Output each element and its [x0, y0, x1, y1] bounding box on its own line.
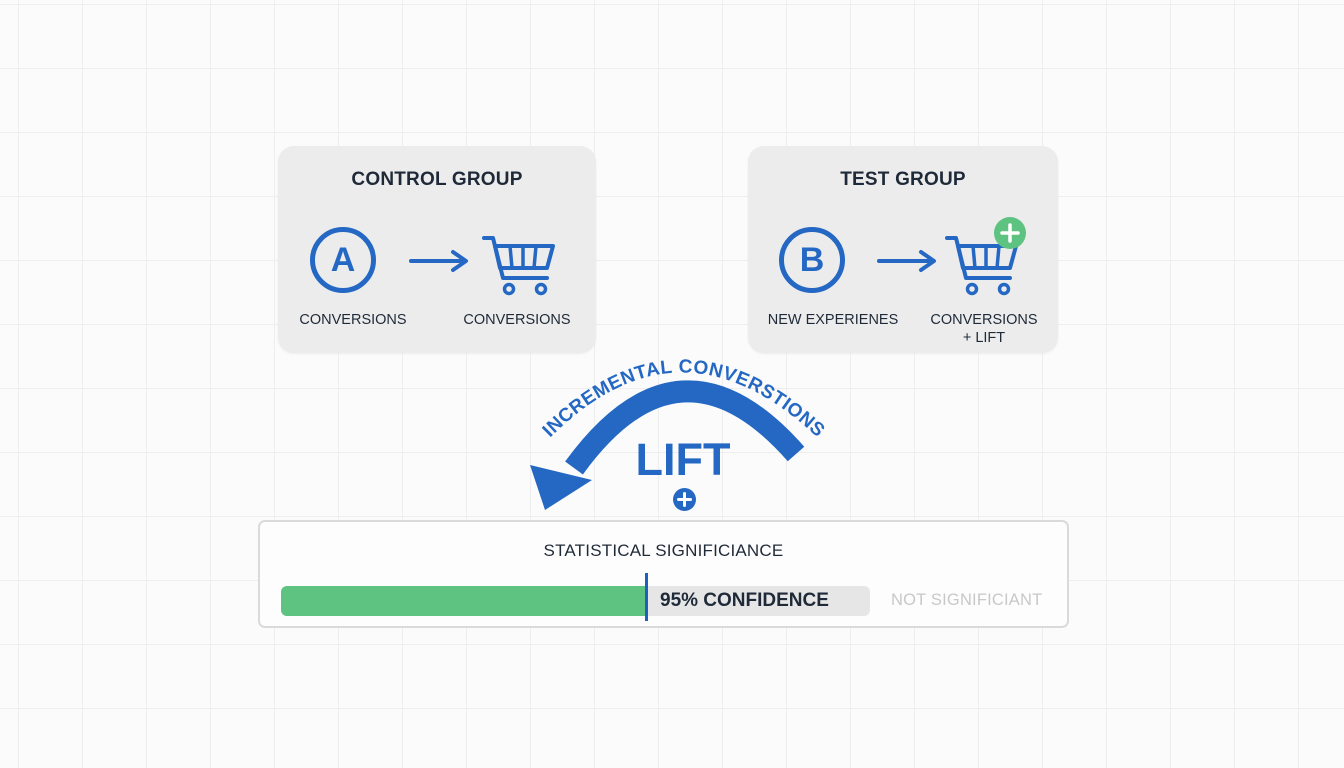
incremental-arc: INCREMENTAL CONVERSTIONS [530, 356, 828, 510]
plus-badge-icon [994, 217, 1026, 249]
significance-panel: STATISTICAL SIGNIFICIANCE 95% CONFIDENCE… [258, 520, 1069, 628]
control-group-card: CONTROL GROUP A CONVERSIONS CONVERSIONS [278, 146, 596, 353]
confidence-bar [281, 586, 870, 616]
test-group-title: TEST GROUP [840, 169, 966, 190]
confidence-label: 95% CONFIDENCE [660, 590, 829, 611]
shopping-cart-icon [945, 236, 1018, 296]
test-left-caption: NEW EXPERIENES [767, 312, 899, 328]
control-group-title: CONTROL GROUP [351, 169, 523, 190]
not-significant-label: NOT SIGNIFICIANT [891, 591, 1043, 609]
control-right-caption: CONVERSIONS [463, 312, 571, 328]
control-left-caption: CONVERSIONS [299, 312, 407, 328]
test-right-caption-line1: CONVERSIONS [930, 312, 1038, 328]
lift-label: LIFT [635, 434, 731, 485]
arrow-right-icon [877, 250, 936, 272]
variant-b-badge: B [779, 227, 845, 293]
test-right-caption-line2: + LIFT [962, 330, 1006, 346]
variant-a-badge: A [310, 227, 376, 293]
shopping-cart-icon [482, 236, 555, 296]
significance-title: STATISTICAL SIGNIFICIANCE [543, 541, 784, 560]
confidence-bar-fill [281, 586, 647, 616]
plus-circle-icon [673, 488, 696, 511]
curved-arrow-head [530, 465, 592, 510]
test-group-card: TEST GROUP B NEW EXPERIENES CONVERSIONS … [748, 146, 1058, 353]
confidence-threshold-marker [645, 573, 648, 621]
curved-arrow-icon [565, 380, 805, 475]
arrow-right-icon [409, 250, 468, 272]
